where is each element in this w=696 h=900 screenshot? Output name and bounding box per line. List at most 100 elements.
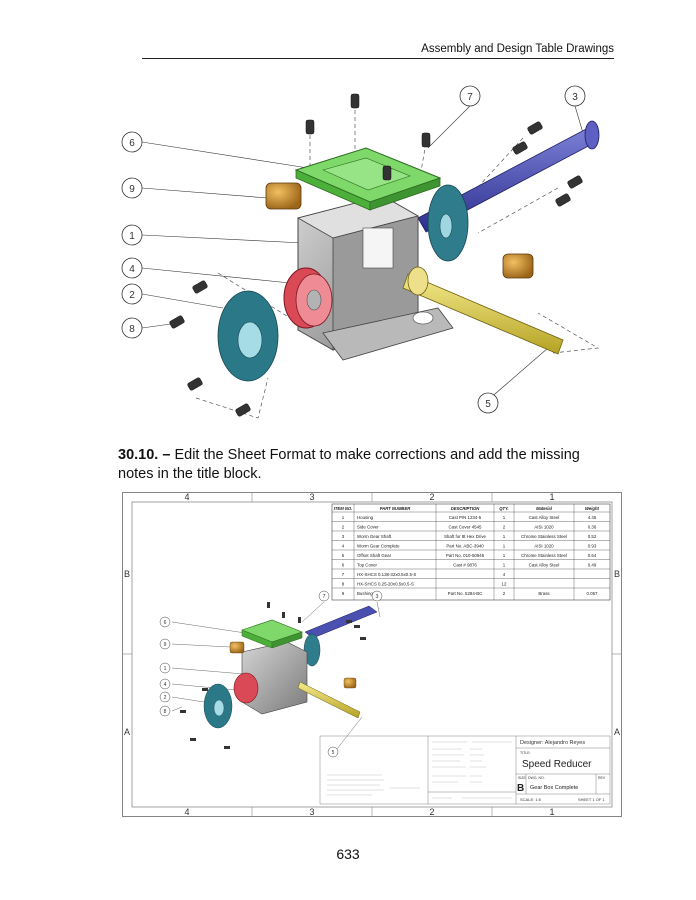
bom-row7-item: 7	[342, 572, 345, 577]
dwg-number: Gear Box Complete	[530, 785, 578, 791]
bom-header-part-number: PART NUMBER	[380, 506, 411, 511]
bom-row3-weight: 0.52	[588, 534, 597, 539]
bom-row7-qty: 4	[503, 572, 506, 577]
balloon-3: 3	[572, 92, 578, 103]
bom-row9-weight: 0.057	[587, 591, 599, 596]
drawing-balloon-8: 8	[164, 709, 167, 715]
drawing-balloon-4: 4	[164, 682, 167, 688]
rev-label: REV	[598, 776, 606, 780]
balloon-group	[121, 85, 586, 414]
drawing-balloon-9: 9	[164, 642, 167, 648]
bom-row4-part: Worm Gear Complete	[357, 544, 400, 549]
sheet-text: SHEET 1 OF 1	[578, 797, 605, 802]
bom-header-qty: QTY.	[499, 506, 509, 511]
title-label: TITLE:	[520, 751, 531, 755]
side-cover-right	[427, 184, 469, 262]
bom-row2-qty: 2	[503, 525, 506, 530]
drawing-balloon-2: 2	[164, 695, 167, 701]
bom-row5-part: Offset Shaft Gear	[357, 553, 392, 558]
balloon-4: 4	[129, 264, 135, 275]
title-block-fineprint	[327, 741, 512, 799]
bom-row9-item: 9	[342, 591, 345, 596]
bom-row2-material: AISI 1020	[534, 525, 554, 530]
bom-row9-part: Bushing	[357, 591, 373, 596]
bom-row1-item: 1	[342, 515, 345, 520]
bushing-right	[502, 253, 534, 279]
bom-row7-part: HX-SHCS 0.138-32x0.5x0.5-S	[357, 572, 416, 577]
side-cover-left	[217, 290, 279, 382]
bom-header-weight: Weight	[585, 506, 599, 511]
drawing-sheet: 4 3 2 1 4 3 2 1 B A B A ITEM NO. PART NU…	[122, 492, 622, 817]
bom-row8-part: HX-SHCS 0.25-20x0.5x0.5-S	[357, 582, 414, 587]
bom-row6-item: 6	[342, 563, 345, 568]
zone-left-a: A	[124, 727, 130, 737]
page-number: 633	[336, 846, 360, 862]
bom-row4-item: 4	[342, 544, 345, 549]
bom-row6-weight: 0.49	[588, 563, 597, 568]
gold-shaft	[402, 266, 564, 355]
bom-row4-qty: 1	[503, 544, 506, 549]
zone-top-4: 4	[184, 492, 189, 502]
drawing-balloon-6: 6	[164, 620, 167, 626]
page-header: Assembly and Design Table Drawings	[142, 40, 614, 59]
bom-row6-qty: 1	[503, 563, 506, 568]
bushing-upper	[265, 182, 302, 210]
bom-row2-weight: 0.36	[588, 525, 597, 530]
zone-right-a: A	[614, 727, 620, 737]
balloon-2: 2	[129, 290, 135, 301]
dwg-no-label: DWG. NO.	[528, 776, 545, 780]
bom-row3-item: 3	[342, 534, 345, 539]
bom-row5-desc: Part No. 010-50945	[446, 553, 485, 558]
bom-row1-weight: 4.45	[588, 515, 597, 520]
offset-gear	[283, 267, 333, 329]
bom-row5-weight: 0.64	[588, 553, 597, 558]
size-label: SIZE	[518, 776, 526, 780]
sheet-size: B	[517, 783, 524, 794]
drawing-balloon-1: 1	[164, 666, 167, 672]
leader-lines	[141, 105, 584, 401]
bom-row4-material: AISI 1020	[534, 544, 554, 549]
bom-table: ITEM NO. PART NUMBER DESCRIPTION QTY. Ma…	[331, 503, 611, 601]
designer-name: Designer: Alejandro Reyes	[520, 740, 585, 746]
bom-row1-part: Housing	[357, 515, 374, 520]
exploded-view-figure: 6 9 1 4 2 8 7 3 5	[121, 85, 600, 419]
balloon-6: 6	[129, 138, 135, 149]
zone-top-2: 2	[429, 492, 434, 502]
bom-row6-material: Cast Alloy Steel	[529, 563, 560, 568]
bom-row9-qty: 2	[503, 591, 506, 596]
balloon-5: 5	[485, 399, 491, 410]
balloon-1: 1	[129, 231, 135, 242]
title-block: Designer: Alejandro Reyes TITLE: Speed R…	[319, 735, 611, 805]
bom-row4-desc: Part No. ABC-3940	[446, 544, 484, 549]
drawing-balloon-5: 5	[332, 750, 335, 756]
balloon-9: 9	[129, 184, 135, 195]
bom-header-item-no: ITEM NO.	[334, 506, 353, 511]
bom-header-description: DESCRIPTION	[451, 506, 481, 511]
bom-row6-desc: Cast # 9876	[453, 563, 477, 568]
bom-row3-part: Worm Gear Shaft	[357, 534, 392, 539]
bom-row8-item: 8	[342, 582, 345, 587]
zone-top-1: 1	[549, 492, 554, 502]
bom-row9-desc: Part No. 5284-BC	[448, 591, 483, 596]
bom-row9-material: Brass	[538, 591, 550, 596]
zone-bottom-4: 4	[184, 807, 189, 817]
step-text: Edit the Sheet Format to make correction…	[118, 447, 580, 482]
scale-text: SCALE: 1:5	[520, 797, 542, 802]
header-title: Assembly and Design Table Drawings	[421, 43, 614, 55]
bom-row2-item: 2	[342, 525, 345, 530]
bom-row1-qty: 1	[503, 515, 506, 520]
balloon-7: 7	[467, 92, 473, 103]
bom-row3-desc: Shaft for 8t Hex Drive	[444, 534, 487, 539]
bom-row5-material: Chrome Stainless Steel	[521, 553, 567, 558]
bom-header-material: Material	[536, 506, 553, 511]
bom-row5-qty: 1	[503, 553, 506, 558]
explode-lines	[195, 103, 600, 419]
zone-right-b: B	[614, 569, 620, 579]
zone-bottom-2: 2	[429, 807, 434, 817]
zone-bottom-1: 1	[549, 807, 554, 817]
zone-bottom-3: 3	[309, 807, 314, 817]
top-cover	[294, 147, 442, 211]
drawing-title: Speed Reducer	[522, 759, 592, 770]
screws	[169, 93, 583, 417]
bom-row3-qty: 1	[503, 534, 506, 539]
